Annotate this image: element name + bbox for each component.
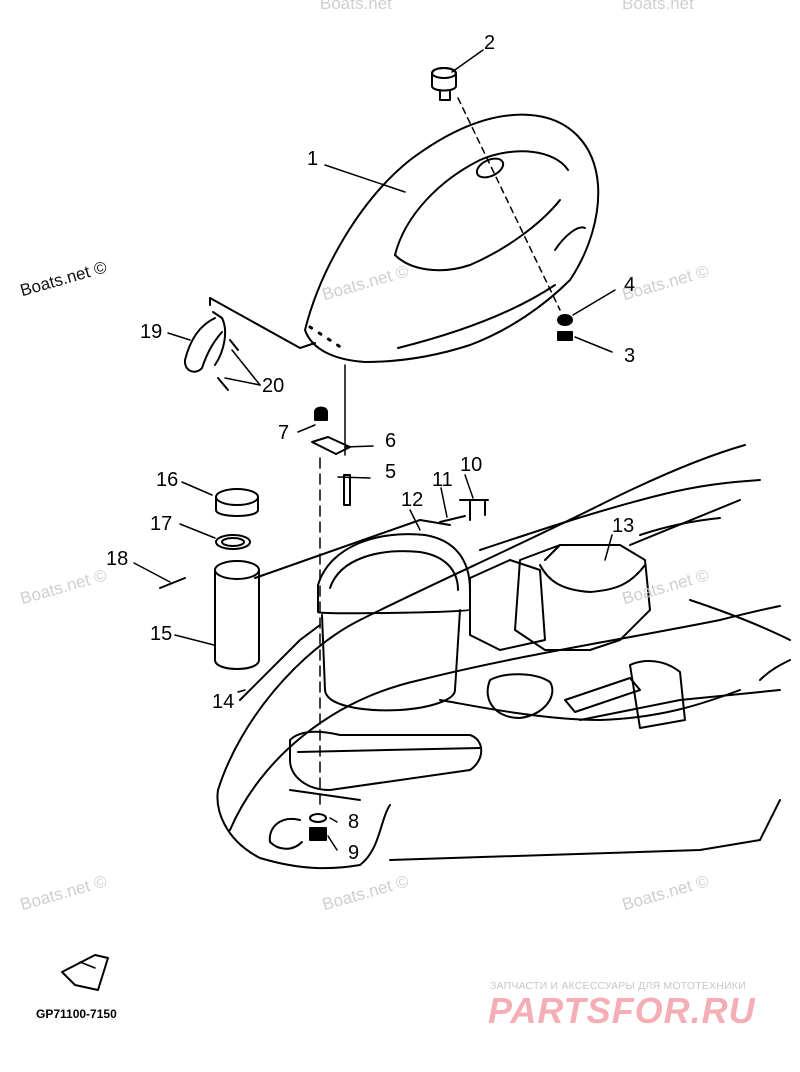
washer-nut-8-9	[309, 813, 327, 841]
strap-clip	[183, 311, 239, 391]
leader-lines	[133, 49, 616, 851]
watermark: Boats.net	[622, 0, 694, 13]
callout-12: 12	[401, 489, 424, 511]
callout-15: 15	[150, 623, 173, 645]
tube	[159, 560, 260, 670]
callout-5: 5	[385, 461, 397, 483]
callout-16: 16	[156, 469, 179, 491]
callout-4: 4	[624, 274, 636, 296]
diagram-part-code: GP71100-7150	[36, 1007, 117, 1021]
hood-cover	[209, 113, 600, 363]
callout-19: 19	[140, 321, 163, 343]
nut-washer-3-4	[557, 314, 573, 341]
hull-deck	[216, 444, 791, 870]
callout-7: 7	[278, 422, 290, 444]
callout-20: 20	[262, 375, 285, 397]
storage-bin	[239, 519, 471, 712]
brand-logo: PARTSFOR.RU	[488, 990, 756, 1031]
callout-10: 10	[460, 454, 483, 476]
callout-8: 8	[348, 811, 360, 833]
callout-3: 3	[624, 345, 636, 367]
watermark: Boats.net	[320, 0, 392, 13]
brand-tagline: ЗАПЧАСТИ И АКСЕССУАРЫ ДЛЯ МОТОТЕХНИКИ	[490, 980, 746, 992]
callout-2: 2	[484, 32, 496, 54]
callout-9: 9	[348, 842, 360, 864]
callout-1: 1	[307, 148, 319, 170]
front-direction-logo	[61, 954, 109, 991]
callout-14: 14	[212, 691, 235, 713]
callout-18: 18	[106, 548, 129, 570]
callout-17: 17	[150, 513, 173, 535]
callout-11: 11	[432, 469, 453, 491]
cap-and-ring	[215, 488, 259, 550]
cap-grommet	[431, 67, 457, 101]
callout-13: 13	[612, 515, 635, 537]
callout-6: 6	[385, 430, 397, 452]
